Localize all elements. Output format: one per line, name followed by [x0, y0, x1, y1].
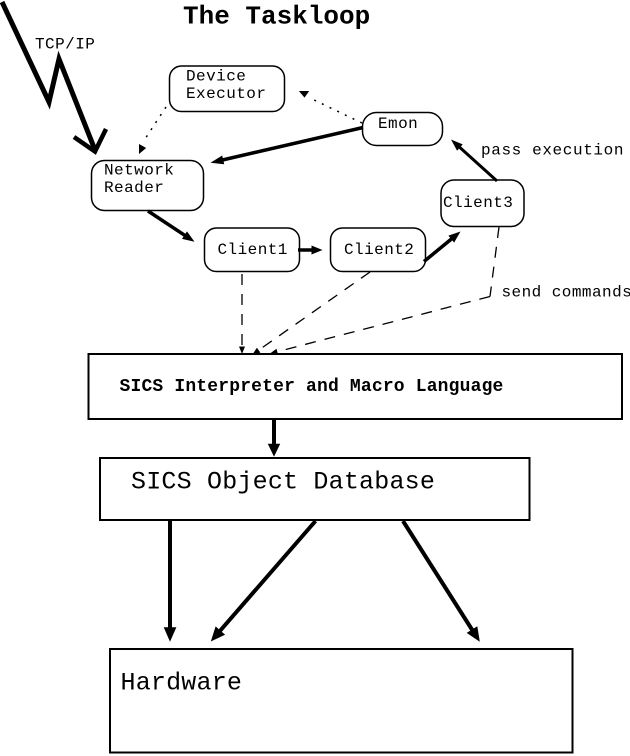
svg-text:SICS Interpreter and Macro Lan: SICS Interpreter and Macro Language	[120, 377, 504, 397]
svg-text:TCP/IP: TCP/IP	[35, 36, 95, 54]
svg-text:The Taskloop: The Taskloop	[183, 2, 370, 32]
svg-text:Client2: Client2	[344, 241, 414, 259]
svg-text:Network: Network	[104, 161, 174, 179]
svg-text:Reader: Reader	[104, 179, 164, 197]
svg-text:Client3: Client3	[443, 194, 513, 212]
svg-text:SICS Object Database: SICS Object Database	[131, 468, 435, 497]
svg-text:Device: Device	[186, 68, 246, 86]
svg-text:pass execution: pass execution	[481, 142, 624, 160]
svg-text:Executor: Executor	[186, 85, 266, 103]
svg-text:Hardware: Hardware	[121, 669, 243, 698]
svg-text:send commands: send commands	[502, 284, 630, 302]
svg-text:Emon: Emon	[378, 115, 418, 133]
svg-text:Client1: Client1	[218, 241, 288, 259]
